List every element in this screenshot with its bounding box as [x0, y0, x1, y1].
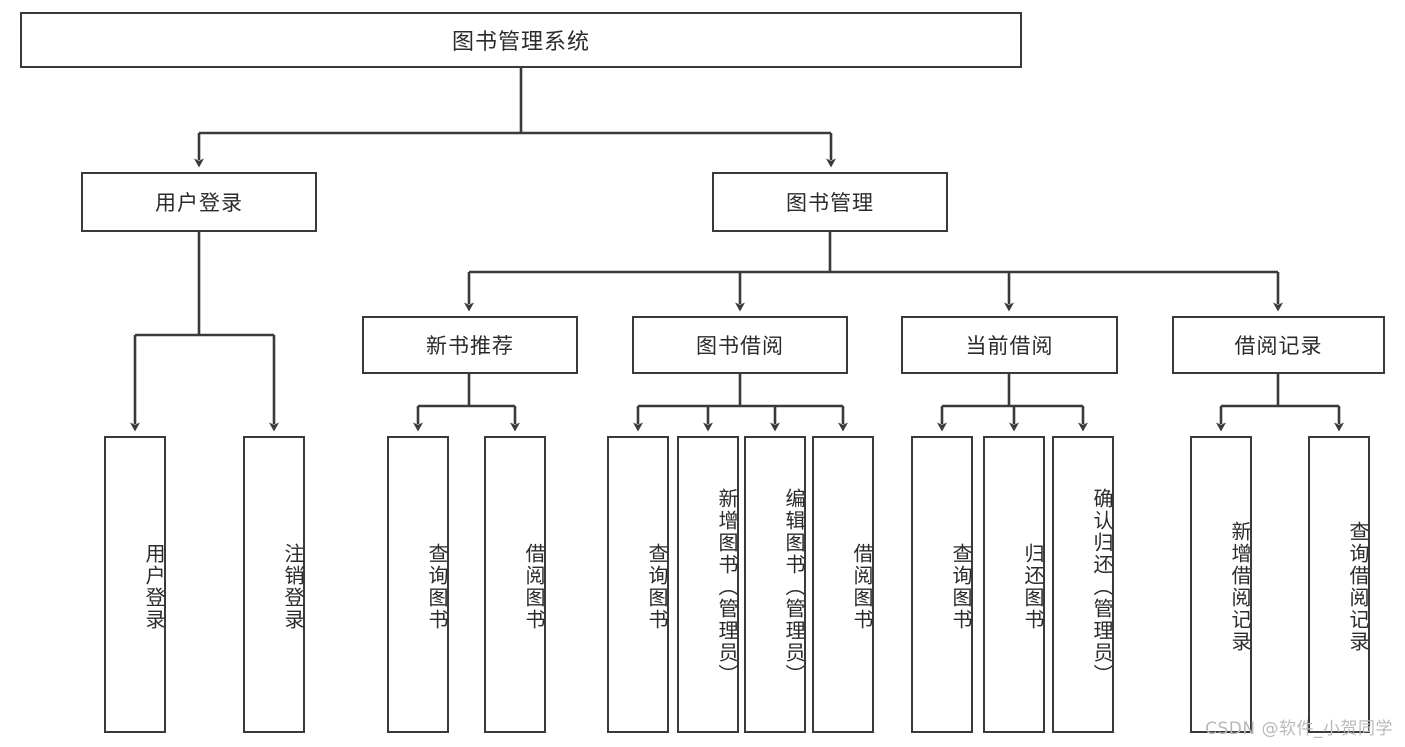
node-leaf-rec-borrow-book-label: 借阅图书 [522, 542, 546, 631]
node-book-borrow-label: 图书借阅 [696, 334, 784, 358]
node-leaf-user-logout-label: 注销登录 [281, 542, 305, 631]
node-leaf-rec-borrow-book[interactable]: 借阅图书 [484, 436, 546, 733]
node-leaf-cur-query-book-label: 查询图书 [949, 542, 973, 631]
node-leaf-rec-query-record[interactable]: 查询借阅记录 [1308, 436, 1370, 733]
node-user-login[interactable]: 用户登录 [81, 172, 317, 232]
node-new-book-rec[interactable]: 新书推荐 [362, 316, 578, 374]
node-leaf-rec-query-book-label: 查询图书 [425, 542, 449, 631]
node-leaf-borrow-query-book[interactable]: 查询图书 [607, 436, 669, 733]
node-leaf-user-logout[interactable]: 注销登录 [243, 436, 305, 733]
node-new-book-rec-label: 新书推荐 [426, 334, 514, 358]
node-leaf-borrow-edit-book[interactable]: 编辑图书（管理员） [744, 436, 806, 733]
node-leaf-borrow-add-book[interactable]: 新增图书（管理员） [677, 436, 739, 733]
node-user-login-label: 用户登录 [155, 191, 243, 215]
node-leaf-borrow-borrow-book[interactable]: 借阅图书 [812, 436, 874, 733]
node-leaf-borrow-edit-book-label: 编辑图书（管理员） [782, 487, 806, 686]
node-leaf-rec-query-record-label: 查询借阅记录 [1346, 520, 1370, 653]
node-book-manage[interactable]: 图书管理 [712, 172, 948, 232]
node-leaf-cur-confirm-return-label: 确认归还（管理员） [1090, 487, 1114, 686]
node-borrow-record-label: 借阅记录 [1234, 334, 1323, 358]
node-borrow-record[interactable]: 借阅记录 [1172, 316, 1385, 374]
node-current-borrow[interactable]: 当前借阅 [901, 316, 1118, 374]
node-leaf-cur-query-book[interactable]: 查询图书 [911, 436, 973, 733]
node-book-manage-label: 图书管理 [786, 191, 874, 215]
node-leaf-cur-return-book-label: 归还图书 [1021, 542, 1045, 631]
node-leaf-borrow-add-book-label: 新增图书（管理员） [715, 487, 739, 686]
node-root[interactable]: 图书管理系统 [20, 12, 1022, 68]
node-leaf-borrow-borrow-book-label: 借阅图书 [850, 542, 874, 631]
node-leaf-user-login[interactable]: 用户登录 [104, 436, 166, 733]
node-leaf-user-login-label: 用户登录 [142, 542, 166, 631]
node-leaf-rec-query-book[interactable]: 查询图书 [387, 436, 449, 733]
watermark: CSDN @软件_小贺同学 [1205, 719, 1393, 739]
node-leaf-cur-return-book[interactable]: 归还图书 [983, 436, 1045, 733]
node-leaf-rec-add-record[interactable]: 新增借阅记录 [1190, 436, 1252, 733]
node-leaf-rec-add-record-label: 新增借阅记录 [1228, 520, 1252, 653]
node-book-borrow[interactable]: 图书借阅 [632, 316, 848, 374]
node-root-label: 图书管理系统 [451, 30, 590, 55]
node-current-borrow-label: 当前借阅 [965, 334, 1054, 358]
node-leaf-cur-confirm-return[interactable]: 确认归还（管理员） [1052, 436, 1114, 733]
node-leaf-borrow-query-book-label: 查询图书 [645, 542, 669, 631]
